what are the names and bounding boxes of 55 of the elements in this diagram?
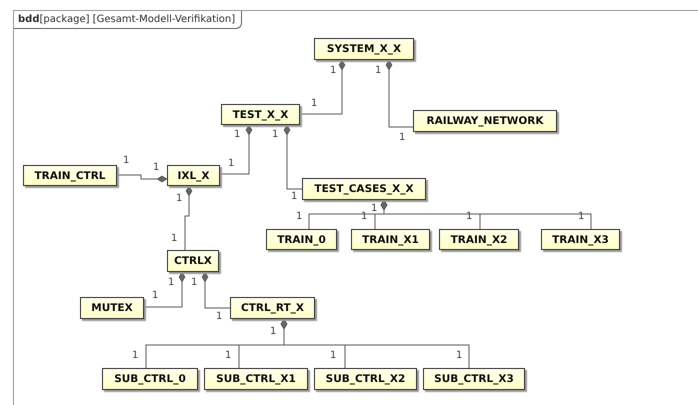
multiplicity-label: 1: [234, 130, 240, 140]
multiplicity-label: 1: [171, 234, 178, 244]
multiplicity-label: 1: [311, 99, 318, 109]
multiplicity-label: 1: [330, 66, 336, 76]
block-box: SUB_CTRL_X2: [314, 368, 417, 390]
multiplicity-label: 1: [225, 351, 232, 361]
block-box: SUB_CTRL_0: [102, 368, 198, 390]
composition-connector: [144, 272, 186, 308]
block-box: TRAIN_X2: [439, 229, 519, 250]
block-box: TRAIN_X1: [351, 229, 430, 250]
multiplicity-label: 1: [330, 351, 336, 361]
block-box: MUTEX: [80, 297, 144, 319]
composition-connector: [202, 272, 230, 308]
multiplicity-label: 1: [375, 66, 382, 76]
composition-connector: [184, 186, 192, 250]
block-box: TRAIN_0: [266, 229, 337, 250]
multiplicity-label: 1: [399, 133, 406, 143]
multiplicity-label: 1: [361, 212, 368, 222]
composition-connector: [284, 124, 302, 190]
multiplicity-label: 1: [191, 278, 198, 288]
multiplicity-label: 1: [466, 212, 472, 222]
block-box: CTRL_RT_X: [230, 297, 315, 319]
block-box: RAILWAY_NETWORK: [413, 110, 557, 132]
block-box: TEST_X_X: [221, 104, 300, 125]
multiplicity-label: 1: [578, 212, 584, 222]
multiplicity-label: 1: [270, 327, 276, 337]
multiplicity-label: 1: [216, 312, 222, 322]
multiplicity-label: 1: [272, 130, 278, 140]
block-box: CTRLX: [167, 250, 219, 272]
block-box: TRAIN_X3: [541, 229, 620, 250]
multiplicity-label: 1: [456, 351, 462, 361]
composition-connector: [386, 60, 414, 128]
composition-connector: [116, 174, 168, 182]
frame-title: bdd[package] [Gesamt-Modell-Verifikation]: [14, 11, 242, 29]
block-box: TEST_CASES_X_X: [302, 178, 426, 200]
composition-connector: [220, 124, 252, 174]
multiplicity-label: 1: [152, 291, 158, 301]
block-box: SUB_CTRL_X3: [423, 368, 525, 390]
multiplicity-label: 1: [371, 204, 378, 214]
block-box: SYSTEM_X_X: [314, 38, 414, 60]
multiplicity-label: 1: [132, 351, 138, 361]
composition-connector: [280, 318, 470, 368]
composition-connector: [380, 200, 592, 230]
block-box: IXL_X: [167, 165, 220, 186]
multiplicity-label: 1: [228, 159, 234, 169]
multiplicity-label: 1: [296, 212, 302, 222]
multiplicity-label: 1: [176, 194, 182, 204]
multiplicity-label: 1: [291, 192, 298, 202]
block-box: TRAIN_CTRL: [23, 165, 117, 186]
multiplicity-label: 1: [168, 278, 174, 288]
multiplicity-label: 1: [123, 156, 130, 166]
diagram-frame: [13, 10, 698, 405]
multiplicity-label: 1: [153, 163, 160, 173]
block-box: SUB_CTRL_X1: [204, 368, 308, 390]
composition-connector: [300, 60, 346, 114]
